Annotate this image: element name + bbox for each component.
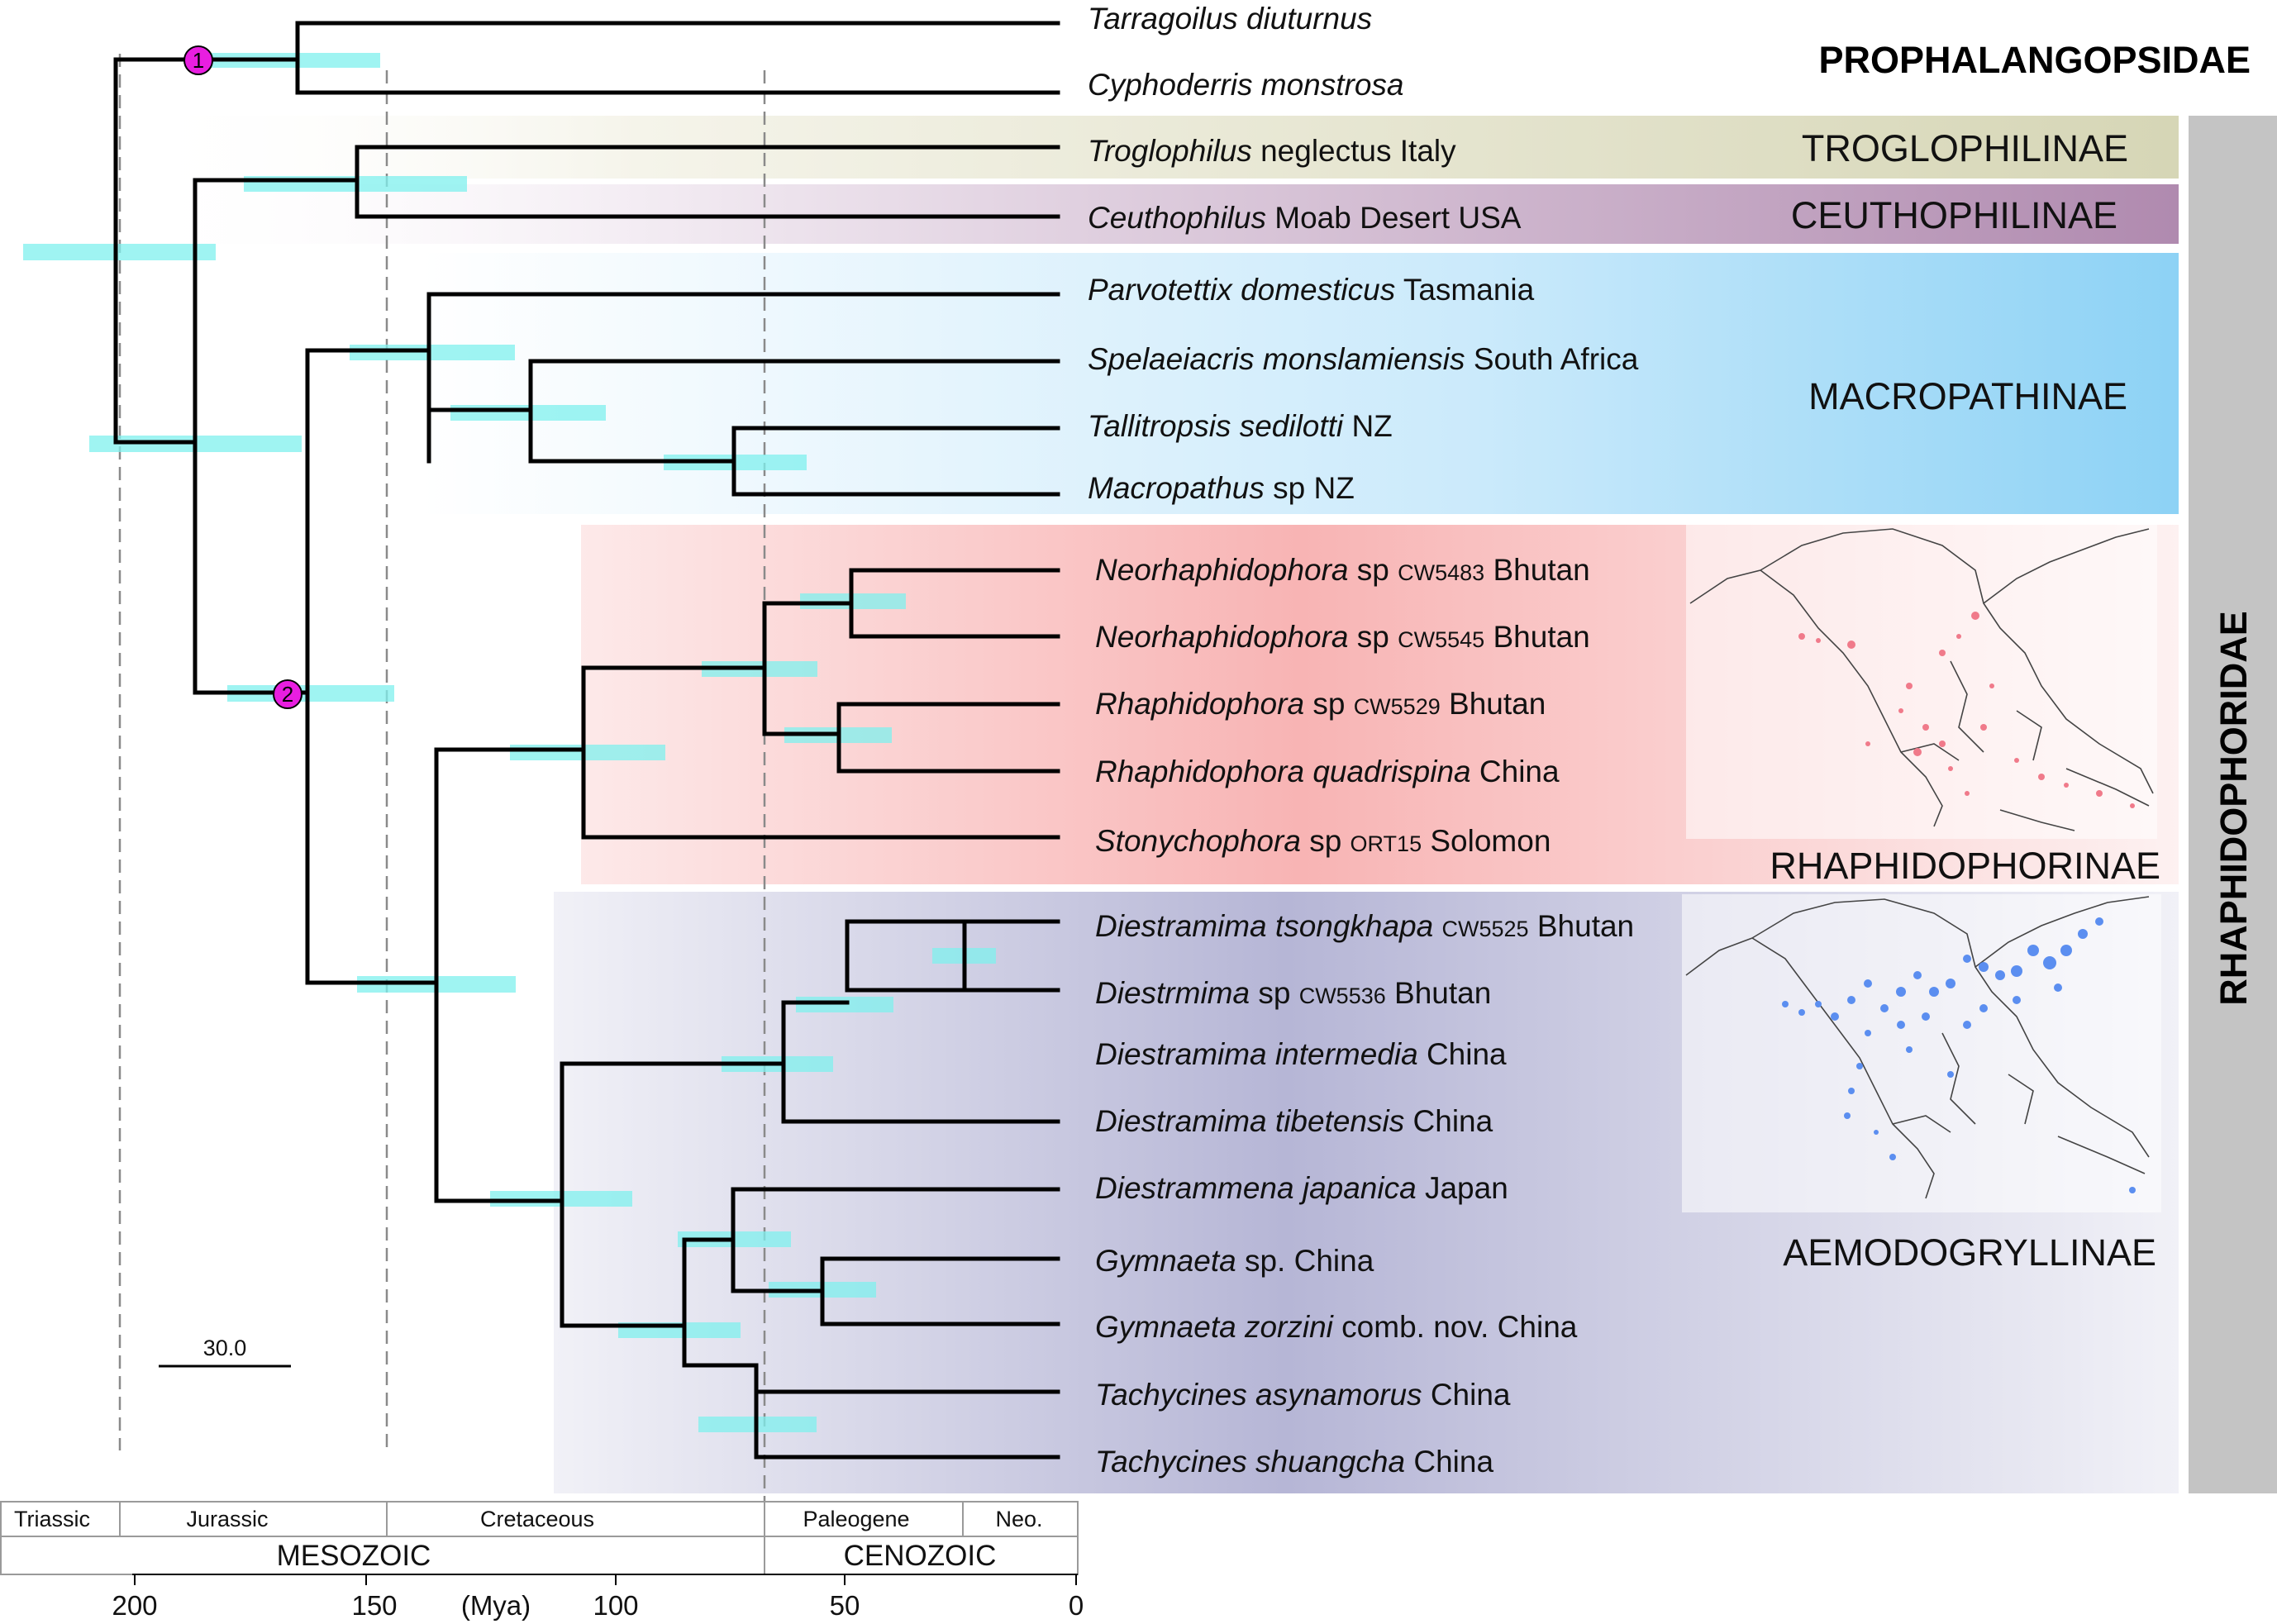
tip-label: Diestrmima sp CW5536 Bhutan	[1095, 976, 1491, 1010]
hpd-bars	[23, 53, 996, 1432]
hpd-bar	[227, 685, 394, 702]
tip-label: Cyphoderris monstrosa	[1088, 68, 1403, 102]
ceuthophilinae-band	[124, 184, 2179, 244]
tip-labels: Tarragoilus diuturnus Cyphoderris monstr…	[1088, 2, 1639, 1479]
axis-tick-label: 50	[830, 1590, 860, 1621]
axis-tick-label: 150	[351, 1590, 397, 1621]
svg-text:30.0: 30.0	[203, 1336, 247, 1360]
tip-label: Tallitropsis sedilotti NZ	[1088, 409, 1393, 443]
hpd-bar	[450, 405, 606, 421]
macropathinae-label: MACROPATHINAE	[1808, 375, 2127, 417]
period-cretaceous: Cretaceous	[480, 1507, 594, 1531]
tip-label: Neorhaphidophora sp CW5545 Bhutan	[1095, 620, 1590, 654]
tip-label: Diestramima intermedia China	[1095, 1037, 1507, 1071]
macropathinae-band	[422, 253, 2179, 514]
aemodogryllinae-label: AEMODOGRYLLINAE	[1783, 1231, 2156, 1274]
period-neogene: Neo.	[995, 1507, 1042, 1531]
tip-label: Stonychophora sp ORT15 Solomon	[1095, 824, 1551, 858]
period-paleogene: Paleogene	[803, 1507, 909, 1531]
hpd-bar	[23, 244, 216, 260]
tip-label: Diestramima tsongkhapa CW5525 Bhutan	[1095, 909, 1634, 943]
period-jurassic: Jurassic	[186, 1507, 268, 1531]
geologic-timescale: Triassic Jurassic Cretaceous Paleogene N…	[0, 1501, 1079, 1575]
axis-unit-label: (Mya)	[461, 1590, 531, 1621]
phylogenetic-tree	[113, 21, 1060, 1460]
time-axis: 200 150 100 50 0 (Mya)	[112, 1574, 1084, 1621]
tip-label: Parvotettix domesticus Tasmania	[1088, 273, 1535, 307]
rhaphidophoridae-bar	[2189, 116, 2277, 1493]
hpd-bar	[510, 745, 665, 760]
tip-label: Rhaphidophora quadrispina China	[1095, 755, 1560, 788]
tip-label: Troglophilus neglectus Italy	[1088, 134, 1456, 168]
rhaphidophorinae-label: RHAPHIDOPHORINAE	[1770, 845, 2160, 887]
troglophilinae-label: TROGLOPHILINAE	[1802, 127, 2128, 169]
tip-label: Tachycines shuangcha China	[1095, 1445, 1493, 1479]
era-cenozoic: CENOZOIC	[844, 1540, 997, 1572]
calibration-node-1: 1	[183, 45, 213, 75]
svg-text:2: 2	[282, 682, 293, 707]
tip-label: Tarragoilus diuturnus	[1088, 2, 1372, 36]
calibration-node-2: 2	[273, 679, 302, 709]
tip-label: Neorhaphidophora sp CW5483 Bhutan	[1095, 553, 1590, 587]
tip-label: Diestrammena japanica Japan	[1095, 1171, 1508, 1205]
tip-label: Rhaphidophora sp CW5529 Bhutan	[1095, 687, 1546, 721]
ceuthophilinae-label: CEUTHOPHILINAE	[1791, 194, 2117, 236]
asia-distribution-map-rhaphidophorinae	[1686, 525, 2157, 839]
tip-label: Gymnaeta sp. China	[1095, 1244, 1374, 1278]
axis-tick-label: 200	[112, 1590, 157, 1621]
tip-label: Gymnaeta zorzini comb. nov. China	[1095, 1310, 1578, 1344]
scale-bar: 30.0	[159, 1336, 291, 1368]
tip-label: Tachycines asynamorus China	[1095, 1378, 1511, 1412]
prophalangopsidae-label: PROPHALANGOPSIDAE	[1818, 39, 2251, 81]
period-triassic: Triassic	[14, 1507, 90, 1531]
axis-tick-label: 0	[1069, 1590, 1084, 1621]
tip-label: Spelaeiacris monslamiensis South Africa	[1088, 342, 1639, 376]
era-mesozoic: MESOZOIC	[277, 1540, 431, 1572]
axis-tick-label: 100	[593, 1590, 638, 1621]
svg-text:1: 1	[193, 48, 204, 73]
tip-label: Macropathus sp NZ	[1088, 471, 1355, 505]
tip-label: Ceuthophilus Moab Desert USA	[1088, 201, 1522, 235]
rhaphidophoridae-label: RHAPHIDOPHORIDAE	[2213, 611, 2255, 1006]
tip-label: Diestramima tibetensis China	[1095, 1104, 1493, 1138]
asia-distribution-map-aemodogryllinae	[1682, 894, 2161, 1212]
